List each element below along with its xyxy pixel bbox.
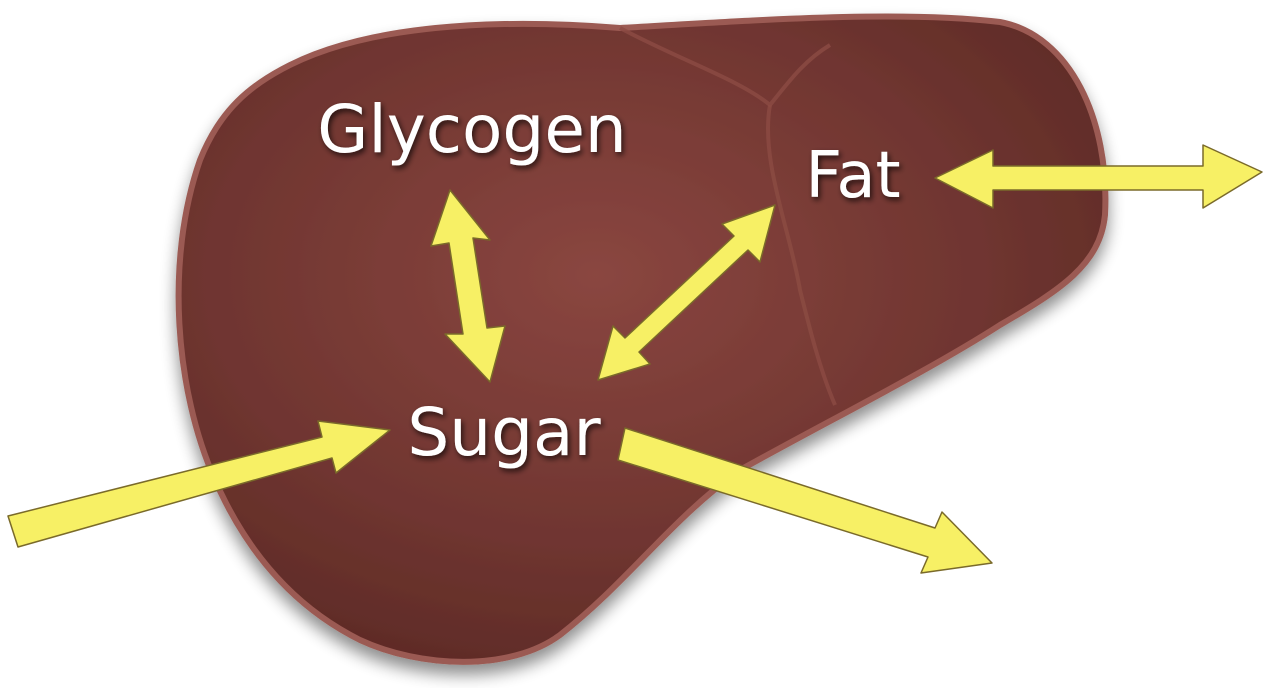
fat-external-arrow <box>934 144 1263 209</box>
glycogen-sugar-arrow <box>430 189 506 383</box>
fat-label: Fat <box>805 139 900 213</box>
sugar-label: Sugar <box>407 394 601 471</box>
fat-sugar-arrow <box>597 204 776 381</box>
arrows <box>7 144 1263 574</box>
glycogen-label: Glycogen <box>317 91 627 168</box>
sugar-in-arrow <box>7 420 391 548</box>
sugar-out-arrow <box>617 427 993 574</box>
